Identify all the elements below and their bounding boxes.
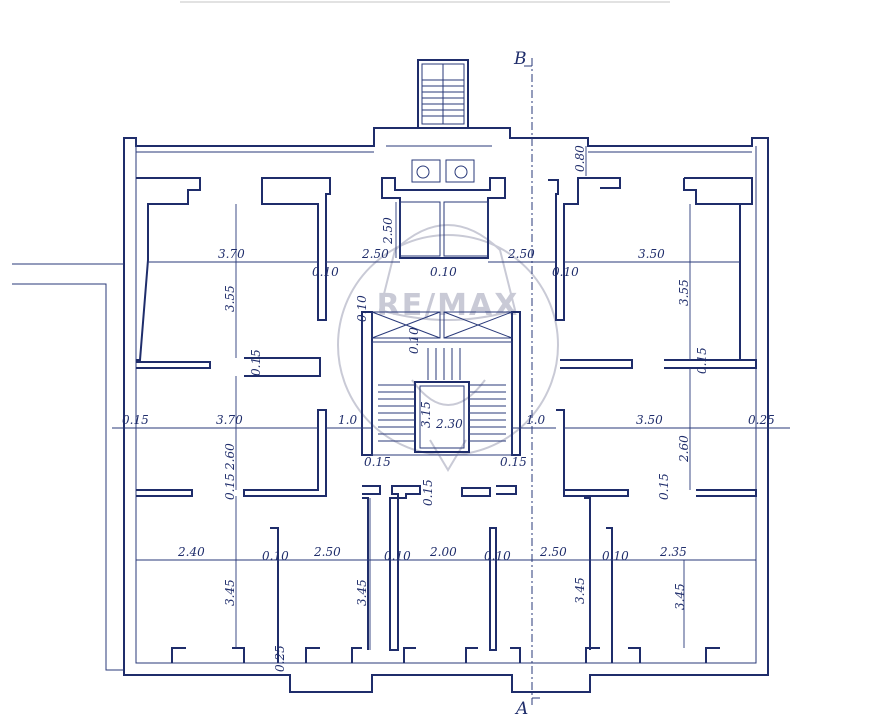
dim-upper-left-width: 3.70: [218, 247, 245, 261]
dim-upper-right-width: 3.50: [638, 247, 665, 261]
dim-wall-010-e: 0.10: [407, 327, 421, 354]
dim-wall-015-e: 0.15: [657, 473, 671, 500]
dim-bottom-h2: 3.45: [355, 579, 369, 606]
dim-wall-010-a: 0.10: [312, 265, 339, 279]
dim-bottom-w3: 2.00: [429, 545, 457, 559]
dim-mid-right-width: 3.50: [636, 413, 663, 427]
dim-wall-010-c: 0.10: [552, 265, 579, 279]
dim-top-right-offset: 0.80: [573, 145, 587, 172]
building-outline: [123, 127, 769, 693]
dim-mid-left-height: 2.60: [223, 443, 237, 471]
section-axis: B A: [513, 49, 540, 719]
dimension-labels: 3.70 3.55 2.50 2.50 2.50 3.50 3.55 0.80 …: [122, 145, 775, 672]
dim-mid-left-edge: 0.15: [122, 413, 149, 427]
dim-bottom-offset: 0.25: [273, 645, 287, 672]
dim-bottom-t1: 0.10: [262, 549, 289, 563]
dim-stair-landing-right: 2.50: [507, 247, 535, 261]
dim-mid-right-corridor: 1.0: [526, 413, 545, 427]
dim-bottom-h4: 3.45: [673, 583, 687, 610]
dim-wall-015-d: 0.15: [421, 479, 435, 506]
dim-mid-right-height: 2.60: [677, 435, 691, 463]
dim-wall-010-b: 0.10: [430, 265, 457, 279]
dim-stair-base-right: 0.15: [500, 455, 527, 469]
dim-stair-base-left: 0.15: [364, 455, 391, 469]
dim-stair-landing-left: 2.50: [361, 247, 389, 261]
dim-mid-left-corridor: 1.0: [338, 413, 357, 427]
dim-mid-left-width: 3.70: [216, 413, 243, 427]
dim-bottom-t4: 0.10: [602, 549, 629, 563]
dim-wall-015-b: 0.15: [695, 347, 709, 374]
service-core: [381, 159, 506, 259]
top-entry-stairs: [417, 59, 469, 129]
dim-upper-right-height: 3.55: [677, 279, 691, 306]
section-mark-bottom: A: [514, 699, 528, 719]
dim-bottom-w5: 2.35: [659, 545, 687, 559]
watermark-text: RE/MAX: [377, 288, 520, 323]
dim-upper-left-height: 3.55: [223, 285, 237, 312]
adjoining-structure: [12, 263, 124, 671]
dim-bottom-h1: 3.45: [223, 579, 237, 606]
dim-wall-015-a: 0.15: [249, 349, 263, 376]
dim-stair-core-height: 2.50: [381, 217, 395, 245]
dim-bottom-t2: 0.10: [384, 549, 411, 563]
dim-mid-right-edge: 0.25: [748, 413, 775, 427]
dim-wall-015-c: 0.15: [223, 473, 237, 500]
dim-wall-010-d: 0.10: [355, 295, 369, 322]
stair-core: [361, 311, 521, 456]
dim-bottom-w1: 2.40: [177, 545, 205, 559]
dim-bottom-t3: 0.10: [484, 549, 511, 563]
dim-bottom-w4: 2.50: [539, 545, 567, 559]
dim-bottom-h3: 3.45: [573, 577, 587, 604]
dim-bottom-w2: 2.50: [313, 545, 341, 559]
dim-stair-inner-height: 3.15: [419, 401, 433, 428]
section-mark-top: B: [513, 49, 527, 69]
dimension-lines: [112, 146, 790, 650]
dim-stair-inner-width: 2.30: [435, 417, 463, 431]
